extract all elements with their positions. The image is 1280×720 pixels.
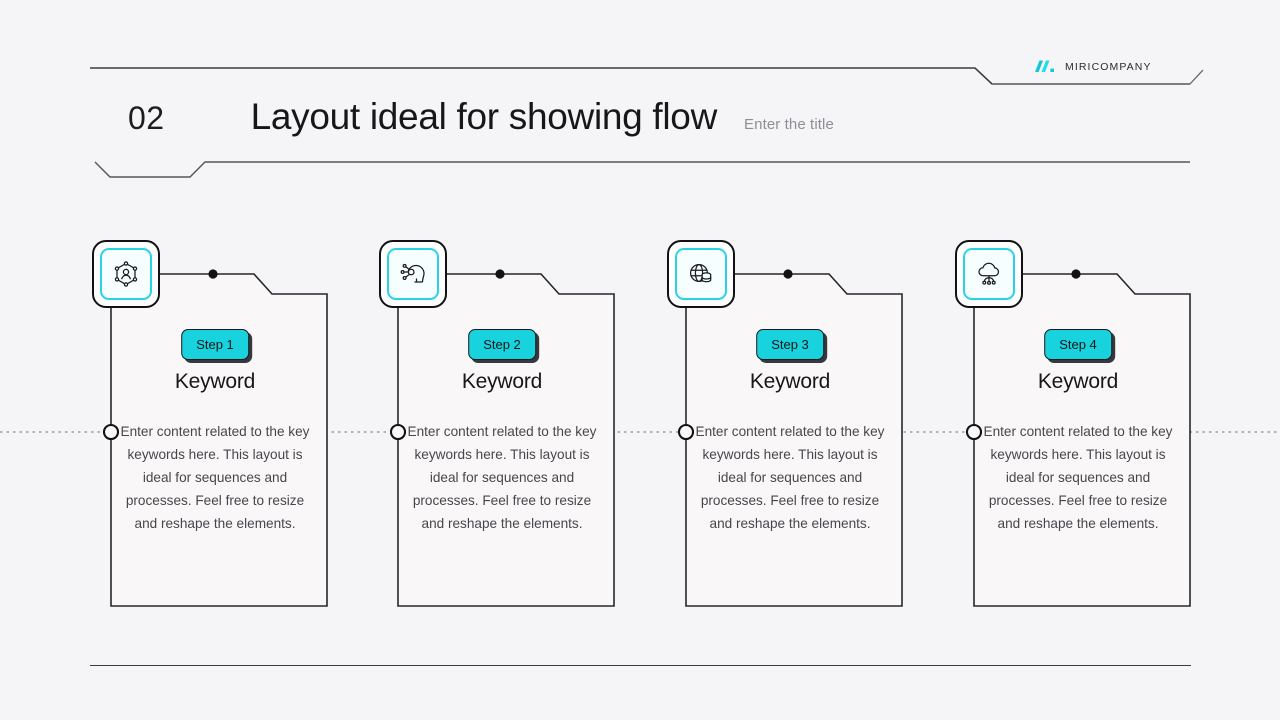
step-body-3: Enter content related to the key keyword…	[695, 424, 885, 531]
step-icon-badge-4[interactable]	[955, 240, 1023, 308]
section-number: 02	[128, 100, 165, 136]
step-icon-badge-2[interactable]	[379, 240, 447, 308]
step-icon-badge-3[interactable]	[667, 240, 735, 308]
miri-logo-mark-icon	[1034, 59, 1056, 74]
title-text: Layout ideal for showing flow	[250, 96, 718, 137]
card-frame-4	[965, 269, 1191, 607]
step-keyword-1: Keyword	[174, 370, 256, 393]
brand-logo: MIRICOMPANY	[1034, 59, 1152, 74]
brand-name: MIRICOMPANY	[1065, 60, 1152, 73]
step-keyword-2: Keyword	[461, 370, 543, 393]
step-badge-2[interactable]: Step 2	[468, 329, 536, 360]
step-card-2[interactable]: Step 2 Keyword Enter content related to …	[379, 236, 625, 608]
step-badge-4[interactable]: Step 4	[1044, 329, 1112, 360]
card-frame-2	[389, 269, 615, 607]
card-frame-1	[102, 269, 328, 607]
globe-database-icon	[675, 248, 727, 300]
title-subtext: Enter the title	[744, 116, 834, 133]
step-keyword-3: Keyword	[749, 370, 831, 393]
step-card-3[interactable]: Step 3 Keyword Enter content related to …	[667, 236, 913, 608]
step-body-1: Enter content related to the key keyword…	[120, 424, 310, 531]
step-badge-3[interactable]: Step 3	[756, 329, 824, 360]
step-body-4: Enter content related to the key keyword…	[983, 424, 1173, 531]
footer-rule	[90, 665, 1191, 666]
step-card-4[interactable]: Step 4 Keyword Enter content related to …	[955, 236, 1201, 608]
ai-head-circuit-icon	[387, 248, 439, 300]
step-keyword-4: Keyword	[1037, 370, 1119, 393]
cloud-network-icon	[963, 248, 1015, 300]
page-title: 02 Layout ideal for showing flow Enter t…	[128, 96, 834, 138]
step-card-1[interactable]: Step 1 Keyword Enter content related to …	[92, 236, 338, 608]
step-body-2: Enter content related to the key keyword…	[407, 424, 597, 531]
user-network-hexagon-icon	[100, 248, 152, 300]
step-icon-badge-1[interactable]	[92, 240, 160, 308]
step-badge-1[interactable]: Step 1	[181, 329, 249, 360]
